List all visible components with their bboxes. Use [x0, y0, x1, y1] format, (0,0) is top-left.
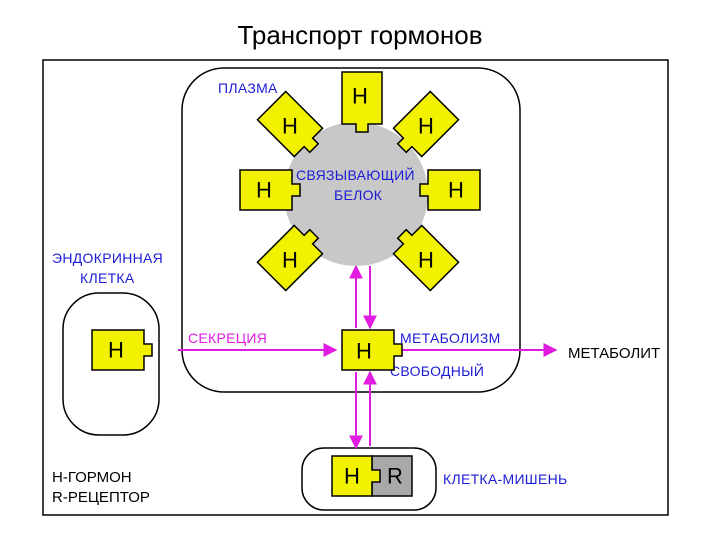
legend-receptor: R-РЕЦЕПТОР	[52, 489, 150, 506]
metabolite-label: МЕТАБОЛИТ	[568, 345, 660, 362]
bound-hormone-left: Н	[239, 169, 301, 211]
endocrine-hormone: Н	[91, 329, 153, 371]
binding-protein-label-line1: СВЯЗЫВАЮЩИЙ	[296, 166, 415, 183]
page-title: Транспорт гормонов	[237, 20, 483, 50]
diagram-frame	[42, 59, 669, 516]
bound-hormone-upper-right: Н	[387, 90, 460, 163]
plasma-label: ПЛАЗМА	[218, 80, 278, 96]
bound-hormone-upper-left: Н	[256, 90, 329, 163]
receptor-symbol: R	[387, 464, 403, 489]
svg-text:Н: Н	[418, 248, 434, 273]
bound-hormone-right: Н	[419, 169, 481, 211]
svg-text:Н: Н	[108, 338, 124, 363]
free-hormone: Н	[341, 329, 403, 371]
svg-text:Н: Н	[282, 248, 298, 273]
plasma-compartment	[181, 67, 521, 393]
svg-text:Н: Н	[356, 339, 372, 364]
svg-text:Н: Н	[282, 114, 298, 139]
binding-protein	[284, 122, 428, 266]
receptor-bound-hormone	[331, 455, 381, 497]
svg-text:Н: Н	[352, 84, 368, 109]
hormone-receptor-complex: R Н	[331, 455, 413, 497]
bound-hormone-lower-left: Н	[256, 219, 329, 292]
free-hormone-label: СВОБОДНЫЙ	[390, 362, 484, 379]
receptor-bound-hormone-symbol: Н	[344, 464, 360, 489]
binding-protein-label-line2: БЕЛОК	[334, 187, 383, 203]
target-cell-label: КЛЕТКА-МИШЕНЬ	[443, 471, 567, 487]
svg-text:Н: Н	[256, 178, 272, 203]
endocrine-cell-label-line2: КЛЕТКА	[80, 270, 135, 286]
endocrine-cell-label-line1: ЭНДОКРИННАЯ	[52, 250, 163, 266]
endocrine-cell	[62, 292, 160, 436]
bound-hormone-lower-right: Н	[387, 219, 460, 292]
svg-text:Н: Н	[448, 178, 464, 203]
svg-text:Н: Н	[418, 114, 434, 139]
metabolism-label: МЕТАБОЛИЗМ	[400, 330, 501, 346]
legend-hormone: Н-ГОРМОН	[52, 469, 132, 486]
target-cell	[301, 447, 437, 511]
secretion-label: СЕКРЕЦИЯ	[188, 330, 267, 346]
bound-hormone-top: Н	[341, 71, 383, 133]
